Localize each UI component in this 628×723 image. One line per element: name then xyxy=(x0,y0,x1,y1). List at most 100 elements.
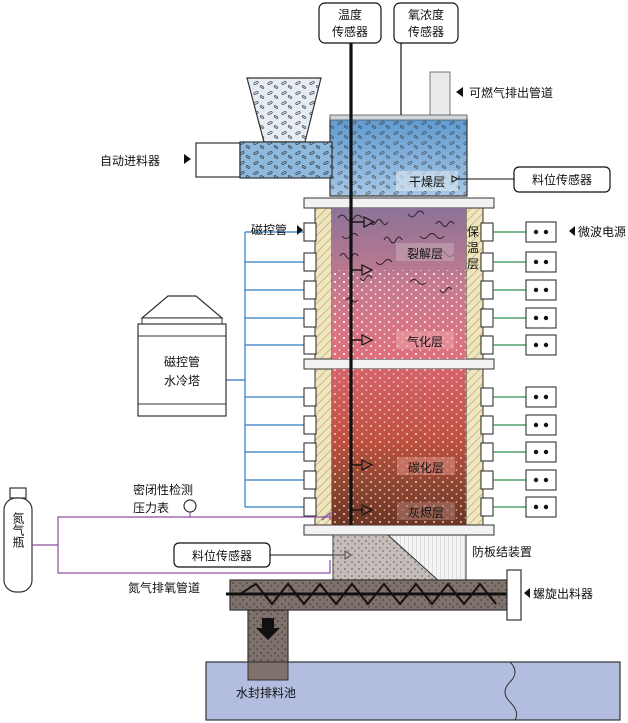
waveguide-port xyxy=(480,470,494,490)
waveguide-port xyxy=(480,308,494,328)
microwave-power-unit xyxy=(525,441,557,463)
power-terminal-icon xyxy=(543,315,549,321)
magnetron-unit xyxy=(303,442,317,462)
microwave-power-label: 微波电源 xyxy=(578,225,626,239)
power-terminal-icon xyxy=(533,342,539,348)
anti-bridging-label: 防板结装置 xyxy=(472,544,532,559)
nitrogen-pipe-label: 氮气排氧管道 xyxy=(128,580,200,595)
waveguide-port xyxy=(480,387,494,407)
upper-flange xyxy=(303,197,495,209)
ash-layer-label: 灰烬层 xyxy=(408,506,444,520)
screw-discharger-label: 螺旋出料器 xyxy=(533,587,593,601)
level-probe-icon xyxy=(451,175,460,183)
water-seal-pool: 水封排料池 xyxy=(205,661,621,721)
level-sensor-bottom-label: 料位传感器 xyxy=(192,548,252,563)
level-sensor-bottom: 料位传感器 xyxy=(173,542,352,568)
power-terminal-icon xyxy=(533,259,539,265)
magnetron-unit xyxy=(303,222,317,242)
magnetron-tube-label: 磁控管 xyxy=(251,222,287,237)
waveguide-port xyxy=(480,442,494,462)
waveguide-port xyxy=(480,335,494,355)
pressure-gauge-icon xyxy=(183,499,197,513)
microwave-power-unit xyxy=(525,496,557,518)
seal-test-gauge: 密闭性检测 压力表 xyxy=(133,482,197,517)
magnetron-unit xyxy=(303,308,317,328)
cooling-tower: 磁控管 水冷塔 xyxy=(137,295,227,417)
microwave-power-arrow-icon xyxy=(569,226,575,236)
power-terminal-icon xyxy=(543,422,549,428)
power-terminal-icon xyxy=(543,477,549,483)
magnetron-unit xyxy=(303,497,317,517)
power-terminal-icon xyxy=(533,477,539,483)
thermocouple-rod xyxy=(349,43,376,525)
power-terminal-icon xyxy=(533,315,539,321)
insulation-label-1: 保 xyxy=(467,225,479,239)
carbonization-layer-label: 碳化层 xyxy=(408,461,444,475)
discharge-arrow-icon xyxy=(256,618,280,640)
cooling-tower-label-2: 水冷塔 xyxy=(164,374,200,388)
microwave-power-unit xyxy=(525,307,557,329)
water-seal-pool-label: 水封排料池 xyxy=(236,686,296,700)
oxygen-sensor-label-2: 传感器 xyxy=(408,24,444,39)
power-terminal-icon xyxy=(543,394,549,400)
power-terminal-icon xyxy=(543,287,549,293)
auto-feeder-arrow-icon xyxy=(184,154,191,164)
temp-sensor-label-2: 传感器 xyxy=(332,24,368,39)
magnetron-unit xyxy=(303,470,317,490)
magnetron-unit xyxy=(303,252,317,272)
anti-bridging-device: 防板结装置 xyxy=(332,534,532,583)
auto-feeder: 自动进料器 xyxy=(100,141,333,179)
microwave-power-unit xyxy=(525,414,557,436)
nitrogen-bottle: 氮气瓶 xyxy=(3,487,33,593)
nitrogen-bottle-label-1: 氮气瓶 xyxy=(11,511,25,548)
temp-sensor-label-1: 温度 xyxy=(338,7,362,22)
power-terminal-icon xyxy=(533,504,539,510)
microwave-power-unit xyxy=(525,469,557,491)
power-terminal-icon xyxy=(543,504,549,510)
auto-feeder-label: 自动进料器 xyxy=(100,154,160,168)
microwave-power-unit xyxy=(525,279,557,301)
level-sensor-top: 料位传感器 xyxy=(458,166,611,193)
magnetron-arrow-icon xyxy=(297,225,303,235)
power-terminal-icon xyxy=(533,229,539,235)
seal-test-label-2: 压力表 xyxy=(133,501,169,515)
waveguide-port xyxy=(480,497,494,517)
magnetron-unit xyxy=(303,335,317,355)
microwave-power-column xyxy=(480,221,557,518)
lower-reactor: 碳化层 灰烬层 xyxy=(314,368,484,526)
magnetron-unit xyxy=(303,387,317,407)
waveguide-port xyxy=(480,222,494,242)
upper-reactor: 裂解层 气化层 xyxy=(314,207,484,360)
microwave-power-unit xyxy=(525,251,557,273)
nitrogen-pipes xyxy=(32,511,331,574)
oxygen-sensor-label-1: 氧浓度 xyxy=(408,7,444,22)
gas-outlet-pipe: 可燃气排出管道 xyxy=(429,71,553,119)
power-terminal-icon xyxy=(543,342,549,348)
cracking-layer-label: 裂解层 xyxy=(407,247,443,261)
power-terminal-icon xyxy=(543,449,549,455)
magnetron-unit xyxy=(303,280,317,300)
magnetron-column xyxy=(226,222,317,517)
waveguide-port xyxy=(480,415,494,435)
gas-outlet-arrow-icon xyxy=(456,87,463,97)
power-terminal-icon xyxy=(533,287,539,293)
screw-discharger-arrow-icon xyxy=(524,588,530,598)
microwave-power-unit xyxy=(525,386,557,408)
microwave-power-unit xyxy=(525,221,557,243)
power-terminal-icon xyxy=(533,449,539,455)
oxygen-sensor: 氧浓度 传感器 xyxy=(393,2,459,44)
lower-flange xyxy=(303,524,495,536)
drying-layer-label: 干燥层 xyxy=(409,175,445,189)
power-terminal-icon xyxy=(543,259,549,265)
seal-test-label-1: 密闭性检测 xyxy=(133,482,193,497)
gasification-layer-label: 气化层 xyxy=(407,334,443,349)
waveguide-port xyxy=(480,252,494,272)
screw-discharger: 螺旋出料器 氮气排氧管道 xyxy=(128,569,593,621)
insulation-label-2: 温 xyxy=(467,241,479,255)
middle-flange xyxy=(303,358,495,370)
microwave-power-unit xyxy=(525,334,557,356)
feed-hopper xyxy=(246,77,322,143)
insulation-label-3: 层 xyxy=(467,257,479,271)
power-terminal-icon xyxy=(533,422,539,428)
